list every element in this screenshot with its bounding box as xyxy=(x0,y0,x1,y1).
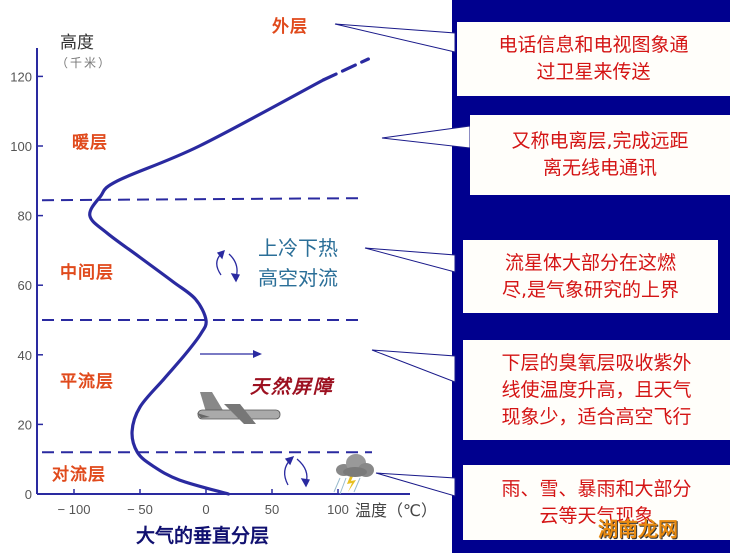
info-box-troposphere: 雨、雪、暴雨和大部分 云等天气现象 xyxy=(463,465,730,540)
callout-pointer xyxy=(334,23,456,53)
y-tick-label: 120 xyxy=(10,69,32,84)
storm-cloud-icon xyxy=(333,454,374,495)
y-tick-label: 0 xyxy=(25,487,32,502)
y-axis-unit: （千米） xyxy=(56,56,113,70)
convection-note: 上冷下热 高空对流 xyxy=(258,233,338,293)
circulation-arrows-icon xyxy=(284,455,310,488)
layer-label-exosphere: 外层 xyxy=(272,17,308,37)
chart-title: 大气的垂直分层 xyxy=(136,525,270,547)
info-box-line: 云等天气现象 xyxy=(539,504,654,527)
temperature-curve-solid xyxy=(88,78,326,496)
info-box-mesosphere: 流星体大部分在这燃 尽,是气象研究的上界 xyxy=(463,240,718,313)
y-axis-label: 高度 xyxy=(60,33,94,53)
y-tick-label: 20 xyxy=(18,417,32,432)
info-box-line: 流星体大部分在这燃 xyxy=(504,251,676,274)
info-box-thermosphere: 又称电离层,完成远距 离无线电通讯 xyxy=(470,115,730,195)
x-tick-label: − 50 xyxy=(127,502,153,517)
info-box-line: 过卫星来传送 xyxy=(536,61,651,83)
info-box-exosphere: 电话信息和电视图象通 过卫星来传送 xyxy=(457,22,730,96)
info-box-line: 线使温度升高，且天气 xyxy=(501,378,692,401)
info-box-line: 电话信息和电视图象通 xyxy=(498,34,689,56)
callout-pointer xyxy=(381,125,471,149)
info-box-stratosphere: 下层的臭氧层吸收紫外 线使温度升高，且天气 现象少，适合高空飞行 xyxy=(463,340,730,440)
x-tick-label: − 100 xyxy=(58,502,91,517)
callout-pointer xyxy=(371,349,456,383)
airplane-icon xyxy=(197,392,281,424)
info-box-line: 离无线电通讯 xyxy=(542,157,657,179)
watermark: 湖南龙网 xyxy=(598,517,678,541)
layer-label-thermosphere: 暖层 xyxy=(72,133,108,153)
x-tick-label: 50 xyxy=(265,502,279,517)
y-tick-label: 60 xyxy=(18,278,32,293)
layer-boundary-line xyxy=(41,197,359,202)
convection-note-line: 高空对流 xyxy=(258,266,338,290)
info-box-line: 下层的臭氧层吸收紫外 xyxy=(501,351,692,374)
x-tick-label: 0 xyxy=(202,502,209,517)
callout-pointer xyxy=(375,472,456,497)
x-tick-label: 100 xyxy=(327,502,349,517)
circulation-arrows-icon xyxy=(216,249,240,283)
y-tick-label: 80 xyxy=(18,209,32,224)
callout-pointer xyxy=(364,247,456,273)
info-box-line: 现象少，适合高空飞行 xyxy=(501,405,692,428)
layer-label-stratosphere: 平流层 xyxy=(60,372,114,392)
arrow-right-icon xyxy=(200,350,262,358)
y-tick-label: 40 xyxy=(18,348,32,363)
callout-lines xyxy=(334,23,471,497)
layer-label-mesosphere: 中间层 xyxy=(60,263,114,283)
info-box-line: 尽,是气象研究的上界 xyxy=(501,278,680,301)
x-axis-label: 温度（℃） xyxy=(355,501,437,520)
info-box-line: 雨、雪、暴雨和大部分 xyxy=(501,477,692,500)
convection-note-line: 上冷下热 xyxy=(258,236,338,260)
temperature-curve-dashed xyxy=(321,57,370,82)
y-tick-label: 100 xyxy=(10,139,32,154)
natural-barrier-label: 天然屏障 xyxy=(250,376,335,398)
info-box-line: 又称电离层,完成远距 xyxy=(511,130,689,152)
layer-label-troposphere: 对流层 xyxy=(52,465,106,485)
